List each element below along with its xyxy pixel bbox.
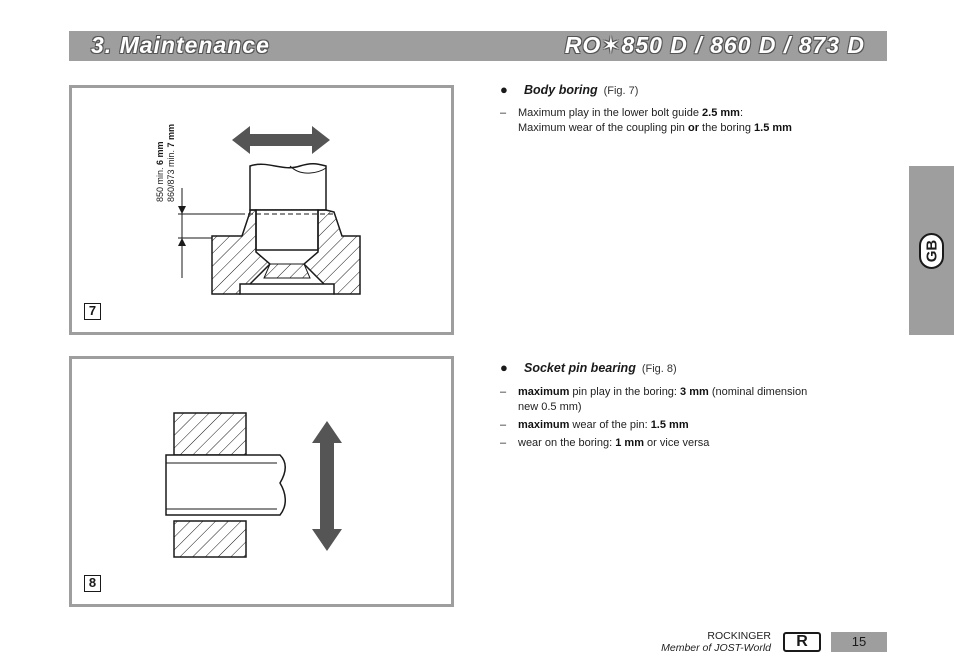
figure-8-frame: 8 <box>69 356 454 607</box>
language-label: GB <box>923 239 940 263</box>
page-title: 3. Maintenance <box>91 32 270 58</box>
dash: – <box>500 419 507 431</box>
figure-number: 8 <box>84 575 101 592</box>
bullet-icon: ● <box>500 82 508 97</box>
figure-reference: (Fig. 8) <box>641 363 677 375</box>
section-header: ● Body boring (Fig. 7) <box>500 82 860 97</box>
language-badge: GB <box>919 233 944 269</box>
model-title: RO✶850 D / 860 D / 873 D <box>564 32 865 58</box>
brand-member: Member of JOST-World <box>661 642 771 654</box>
figure-number: 7 <box>84 303 101 320</box>
section-socket-pin-bearing: ● Socket pin bearing (Fig. 8) – maximum … <box>500 360 860 451</box>
dimension-value-860-873: 7 mm <box>166 124 176 148</box>
dimension-label-850: 850 min. <box>155 165 165 202</box>
bullet-icon: ● <box>500 360 508 375</box>
horizontal-double-arrow-icon <box>232 126 330 154</box>
figure-8-drawing <box>165 412 342 558</box>
list-item: – Maximum play in the lower bolt guide 2… <box>500 107 792 134</box>
vertical-double-arrow-icon <box>312 421 342 551</box>
page-number: 15 <box>831 632 887 652</box>
dimension-value-850: 6 mm <box>155 141 165 165</box>
language-tab: GB <box>909 166 954 335</box>
dash: – <box>500 386 507 398</box>
section-header: ● Socket pin bearing (Fig. 8) <box>500 360 860 375</box>
dash: – <box>500 437 507 449</box>
svg-text:850 min. 6 mm: 850 min. 6 mm <box>155 141 165 202</box>
section-body-boring: ● Body boring (Fig. 7) – Maximum play in… <box>500 82 860 136</box>
svg-text:860/873 min. 7 mm: 860/873 min. 7 mm <box>166 124 176 202</box>
list-item: – maximum wear of the pin: 1.5 mm <box>500 419 689 431</box>
header-bar: 3. Maintenance RO✶850 D / 860 D / 873 D <box>69 31 887 61</box>
figure-reference: (Fig. 7) <box>603 85 639 97</box>
dash: – <box>500 107 507 119</box>
section-title: Socket pin bearing <box>524 361 636 375</box>
figure-7-drawing: 850 min. 6 mm 860/873 min. 7 mm <box>155 124 361 295</box>
list-item: – maximum pin play in the boring: 3 mm (… <box>500 386 808 413</box>
figure-7-frame: 850 min. 6 mm 860/873 min. 7 mm 7 <box>69 85 454 335</box>
list-item: – wear on the boring: 1 mm or vice versa <box>500 437 710 449</box>
section-title: Body boring <box>524 83 598 97</box>
dimension-label-860-873: 860/873 min. <box>166 147 176 202</box>
rockinger-logo: R <box>783 632 821 652</box>
footer-brand: ROCKINGER Member of JOST-World <box>661 630 771 654</box>
brand-name: ROCKINGER <box>707 630 771 642</box>
